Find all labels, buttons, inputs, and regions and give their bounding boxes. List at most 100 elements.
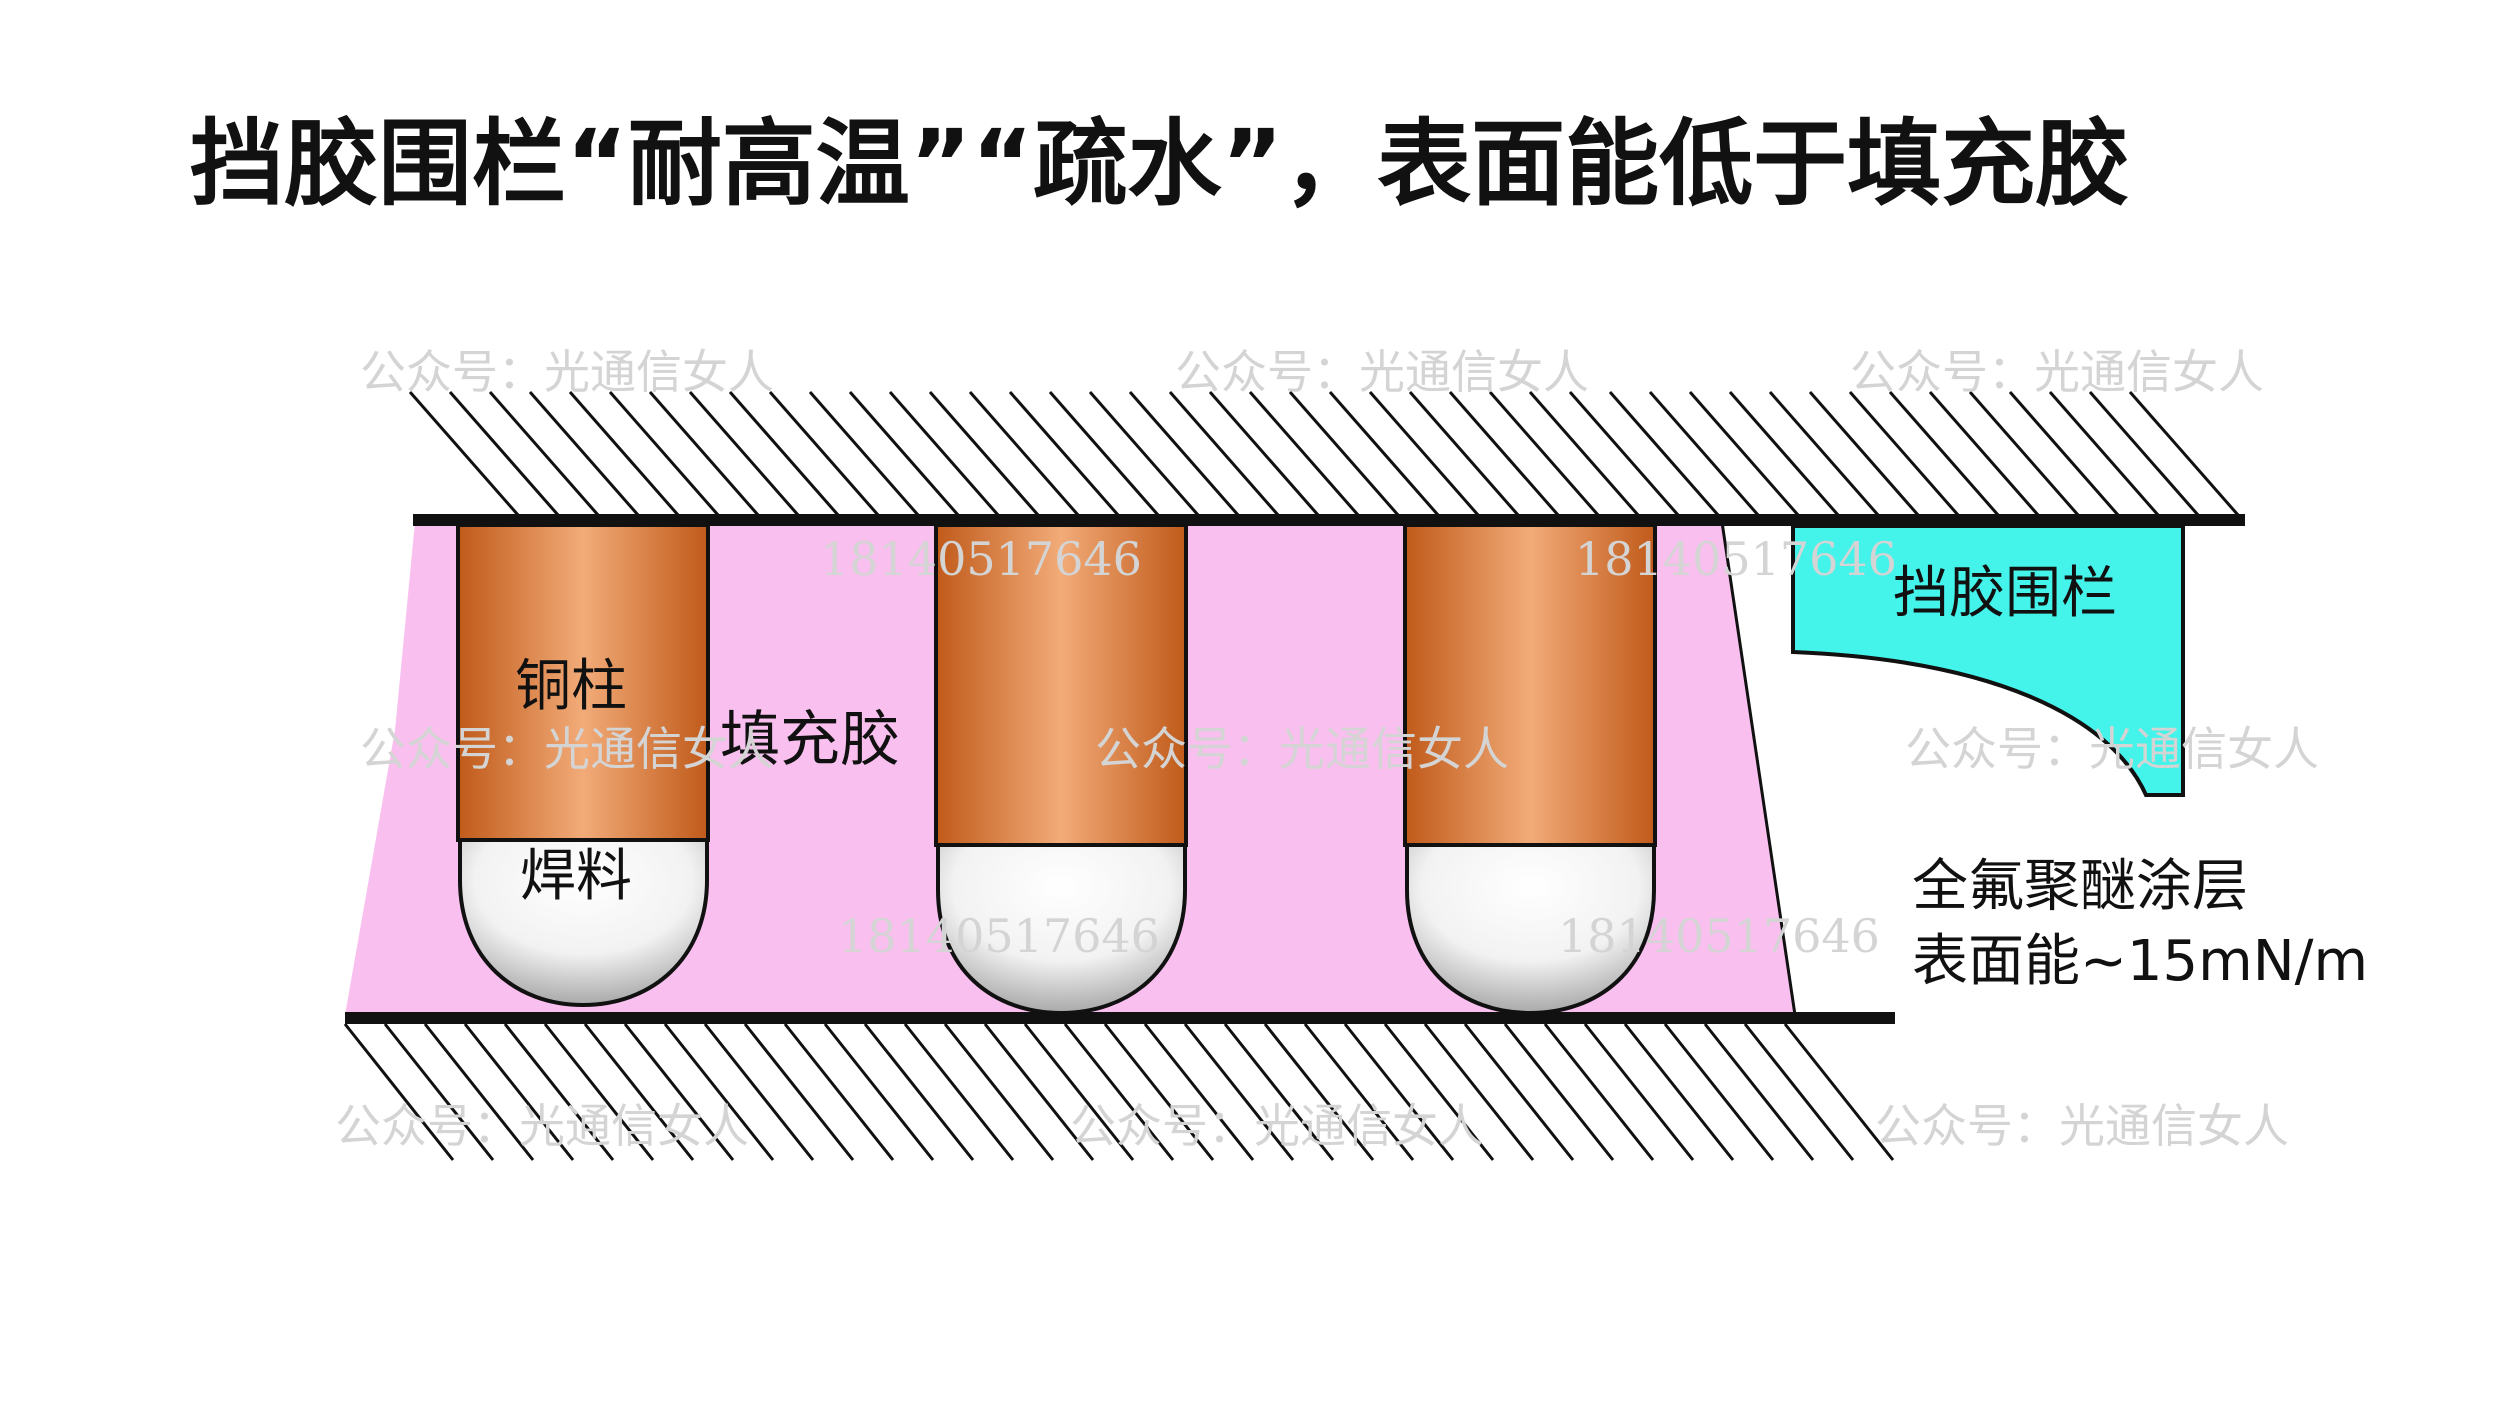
hatch-line xyxy=(1743,1023,1855,1161)
coating-label: 全氟聚醚涂层 xyxy=(1912,854,2248,919)
hatch-line xyxy=(343,1023,455,1161)
hatch-line xyxy=(1503,1023,1615,1161)
hatch-line xyxy=(1408,391,1520,516)
hatch-line xyxy=(1248,391,1360,516)
hatch-line xyxy=(2088,391,2200,516)
watermark: 公众号：光通信女人 xyxy=(335,1099,749,1153)
watermark: 公众号：光通信女人 xyxy=(1905,722,2319,776)
hatch-line xyxy=(1023,1023,1135,1161)
hatch-line xyxy=(1488,391,1600,516)
hatch-line xyxy=(1368,391,1480,516)
hatch-line xyxy=(943,1023,1055,1161)
hatch-line xyxy=(1848,391,1960,516)
hatch-line xyxy=(1583,1023,1695,1161)
hatch-line xyxy=(383,1023,495,1161)
hatch-line xyxy=(488,391,600,516)
hatch-line xyxy=(928,391,1040,516)
hatch-line xyxy=(688,391,800,516)
hatch-line xyxy=(543,1023,655,1161)
hatch-line xyxy=(1703,1023,1815,1161)
hatch-line xyxy=(1103,1023,1215,1161)
hatch-line xyxy=(1663,1023,1775,1161)
hatch-line xyxy=(663,1023,775,1161)
surface-energy-label: 表面能~15mN/m xyxy=(1912,929,2368,994)
hatch-line xyxy=(1383,1023,1495,1161)
hatch-line xyxy=(1328,391,1440,516)
hatch-line xyxy=(968,391,1080,516)
hatch-line xyxy=(888,391,1000,516)
hatch-line xyxy=(728,391,840,516)
hatch-line xyxy=(848,391,960,516)
watermark: 18140517646 xyxy=(1558,909,1880,963)
hatch-line xyxy=(808,391,920,516)
hatch-line xyxy=(1008,391,1120,516)
hatch-line xyxy=(703,1023,815,1161)
solder-ball xyxy=(1405,843,1656,1016)
copper-pillar xyxy=(934,523,1188,847)
watermark: 公众号：光通信女人 xyxy=(1850,345,2264,399)
watermark: 18140517646 xyxy=(838,909,1160,963)
hatch-line xyxy=(608,391,720,516)
hatch-line xyxy=(903,1023,1015,1161)
hatch-line xyxy=(1263,1023,1375,1161)
hatch-line xyxy=(623,1023,735,1161)
hatch-line xyxy=(1968,391,2080,516)
hatch-line xyxy=(1568,391,1680,516)
underfill-edge xyxy=(1720,521,1797,1016)
hatch-line xyxy=(1768,391,1880,516)
hatch-line xyxy=(408,391,520,516)
hatch-line xyxy=(1728,391,1840,516)
hatch-line xyxy=(1048,391,1160,516)
hatch-line xyxy=(1223,1023,1335,1161)
hatch-line xyxy=(1688,391,1800,516)
hatch-line xyxy=(648,391,760,516)
underfill-label: 填充胶 xyxy=(720,705,900,775)
hatch-line xyxy=(1168,391,1280,516)
hatch-line xyxy=(1808,391,1920,516)
bottom-substrate-hatch xyxy=(343,1023,1895,1161)
hatch-line xyxy=(1183,1023,1295,1161)
hatch-line xyxy=(1888,391,2000,516)
hatch-line xyxy=(1063,1023,1175,1161)
watermark: 公众号：光通信女人 xyxy=(1095,722,1509,776)
page-title: 挡胶围栏“耐高温”“疏水”，表面能低于填充胶 xyxy=(190,110,2130,219)
watermark: 公众号：光通信女人 xyxy=(1175,345,1589,399)
hatch-line xyxy=(463,1023,575,1161)
hatch-line xyxy=(823,1023,935,1161)
hatch-line xyxy=(1088,391,1200,516)
watermark: 18140517646 xyxy=(820,532,1142,586)
hatch-line xyxy=(783,1023,895,1161)
dam-barrier xyxy=(1791,524,2185,797)
hatch-line xyxy=(863,1023,975,1161)
solder-label: 焊料 xyxy=(520,844,632,909)
hatch-line xyxy=(2128,391,2240,516)
hatch-line xyxy=(1528,391,1640,516)
solder-ball xyxy=(458,838,709,1008)
watermark: 公众号：光通信女人 xyxy=(1875,1099,2289,1153)
watermark: 18140517646 xyxy=(1575,532,1897,586)
hatch-line xyxy=(1783,1023,1895,1161)
hatch-line xyxy=(1423,1023,1535,1161)
watermarks: 公众号：光通信女人 公众号：光通信女人 公众号：光通信女人 公众号：光通信女人 … xyxy=(335,345,2319,1153)
hatch-line xyxy=(1143,1023,1255,1161)
copper-pillar xyxy=(1403,523,1657,847)
hatch-line xyxy=(503,1023,615,1161)
hatch-line xyxy=(1288,391,1400,516)
hatch-line xyxy=(448,391,560,516)
hatch-line xyxy=(423,1023,535,1161)
hatch-line xyxy=(1343,1023,1455,1161)
hatch-line xyxy=(1128,391,1240,516)
hatch-line xyxy=(1623,1023,1735,1161)
watermark: 公众号：光通信女人 xyxy=(360,722,774,776)
hatch-line xyxy=(768,391,880,516)
watermark: 公众号：光通信女人 xyxy=(360,345,774,399)
hatch-line xyxy=(528,391,640,516)
watermark: 公众号：光通信女人 xyxy=(1070,1099,1484,1153)
hatch-line xyxy=(1928,391,2040,516)
dam-label: 挡胶围栏 xyxy=(1893,561,2117,626)
hatch-line xyxy=(1303,1023,1415,1161)
copper-pillar xyxy=(456,523,710,842)
hatch-line xyxy=(743,1023,855,1161)
hatch-line xyxy=(1463,1023,1575,1161)
